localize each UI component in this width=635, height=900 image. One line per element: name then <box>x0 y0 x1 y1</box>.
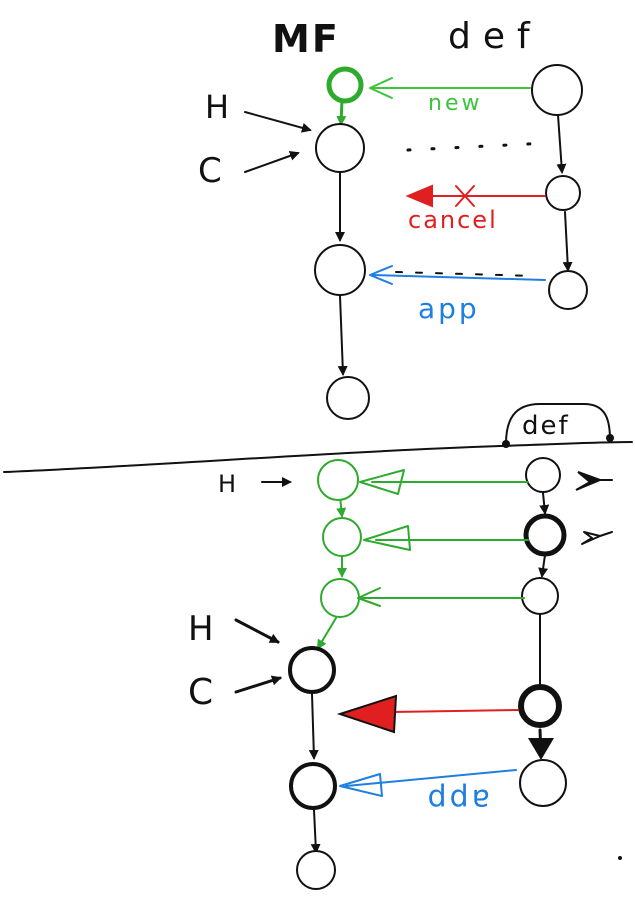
new-arrow-head <box>369 77 393 99</box>
mf-connector-3-4 <box>337 295 348 376</box>
app-label-bottom: app <box>425 782 490 817</box>
app-label: app <box>418 292 480 325</box>
def-node-3 <box>548 270 588 310</box>
def-connector-1-2 <box>556 114 567 174</box>
def-tab-label: def <box>522 411 570 441</box>
green-arrow-1-head <box>359 469 405 495</box>
mf-connector-4-5 <box>308 693 319 760</box>
head-label-lower: H <box>188 609 214 649</box>
def-bottom-node-3 <box>521 577 559 615</box>
head-pointer-arrow <box>244 111 312 133</box>
app-arrow-head <box>369 265 393 285</box>
divider: def <box>3 403 633 473</box>
mf-node-head <box>315 123 365 173</box>
head-label: H <box>205 88 229 126</box>
mf-green-node-2 <box>322 517 362 557</box>
top-diagram: MF def H C new cancel <box>198 16 588 420</box>
current-pointer-arrow <box>244 150 300 173</box>
cancel-cross-2 <box>455 185 475 207</box>
def-node-2 <box>545 175 581 211</box>
head-label-upper: H <box>218 470 236 498</box>
cancel-arrow-bottom-head <box>336 694 398 734</box>
mf-node-4 <box>326 376 370 420</box>
mf-column-title: MF <box>272 17 340 61</box>
divider-line <box>3 441 633 473</box>
green-arrow-3-head <box>357 587 381 607</box>
bottom-diagram: H H C <box>188 457 622 890</box>
new-label: new <box>428 91 482 116</box>
head-pointer-lower-arrow <box>234 618 280 644</box>
stray-dot <box>618 856 622 860</box>
mf-green-node-3 <box>320 578 360 618</box>
mf-node-new <box>326 66 364 104</box>
current-label: C <box>198 151 222 191</box>
def-pointer-arrow-2 <box>581 531 601 545</box>
mf-node-5 <box>289 762 337 810</box>
def-bottom-node-1 <box>525 457 561 493</box>
def-pointer-arrow-1 <box>575 471 603 491</box>
def-node-1 <box>531 64 583 116</box>
def-bottom-arrowhead <box>528 738 554 760</box>
current-label-bottom: C <box>188 672 213 713</box>
mf-green-connector-3-4 <box>316 617 337 650</box>
def-bottom-node-5 <box>519 759 567 807</box>
def-pointer-arrow-2-tail <box>599 531 613 537</box>
mf-connector-5-6 <box>310 809 321 854</box>
def-tab-outline <box>505 403 611 445</box>
current-pointer-bottom-arrow <box>234 675 282 694</box>
def-tab-dot-left <box>502 440 510 448</box>
def-connector-2-3 <box>562 211 573 272</box>
def-bottom-connector-2-3 <box>538 554 549 578</box>
def-bottom-node-2 <box>523 513 567 557</box>
app-arrow-bottom-head <box>339 773 383 797</box>
dotted-link <box>406 141 550 152</box>
def-column-title: def <box>448 16 542 57</box>
mf-node-head-bottom <box>288 646 336 694</box>
cancel-label: cancel <box>408 206 498 234</box>
mf-node-6 <box>296 850 336 890</box>
mf-connector-1-2 <box>336 98 347 126</box>
def-tab-dot-right <box>606 434 614 442</box>
app-dotted-overlay <box>395 271 536 277</box>
cancel-arrow-bottom <box>391 709 519 713</box>
mf-green-node-1 <box>317 459 359 501</box>
green-arrow-2-head <box>363 525 411 551</box>
cancel-arrow-head <box>405 184 433 208</box>
app-arrow <box>371 274 546 281</box>
mf-node-3 <box>314 244 366 296</box>
app-arrow-bottom <box>345 769 517 787</box>
def-bottom-connector-1-2 <box>539 492 550 515</box>
def-bottom-node-4 <box>518 684 562 728</box>
